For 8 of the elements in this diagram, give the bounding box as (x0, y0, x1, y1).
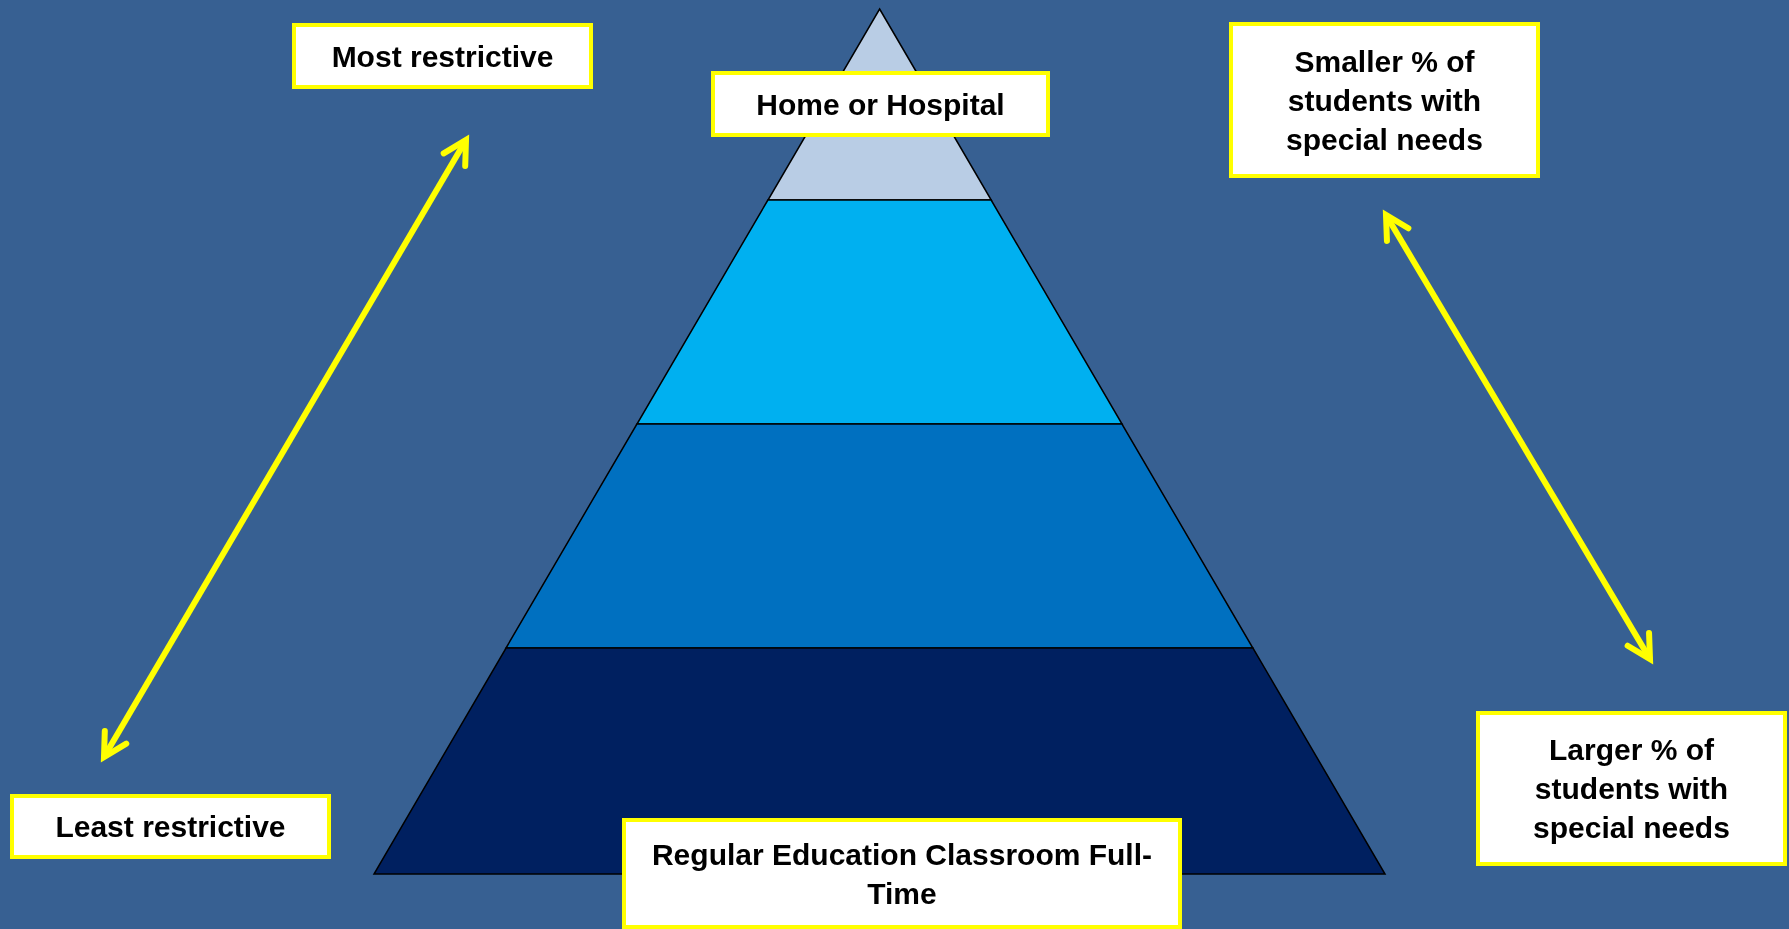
box-label: Most restrictive (331, 38, 554, 75)
pyramid-layer (506, 424, 1253, 648)
pyramid-layer (636, 200, 1122, 424)
box-label: Larger % of students with special needs (1532, 732, 1731, 846)
box-label: Regular Education Classroom Full-Time (650, 836, 1154, 912)
box-label: Smaller % of students with special needs (1285, 43, 1484, 158)
box-label: Home or Hospital (756, 86, 1005, 123)
box-label: Least restrictive (55, 809, 286, 845)
